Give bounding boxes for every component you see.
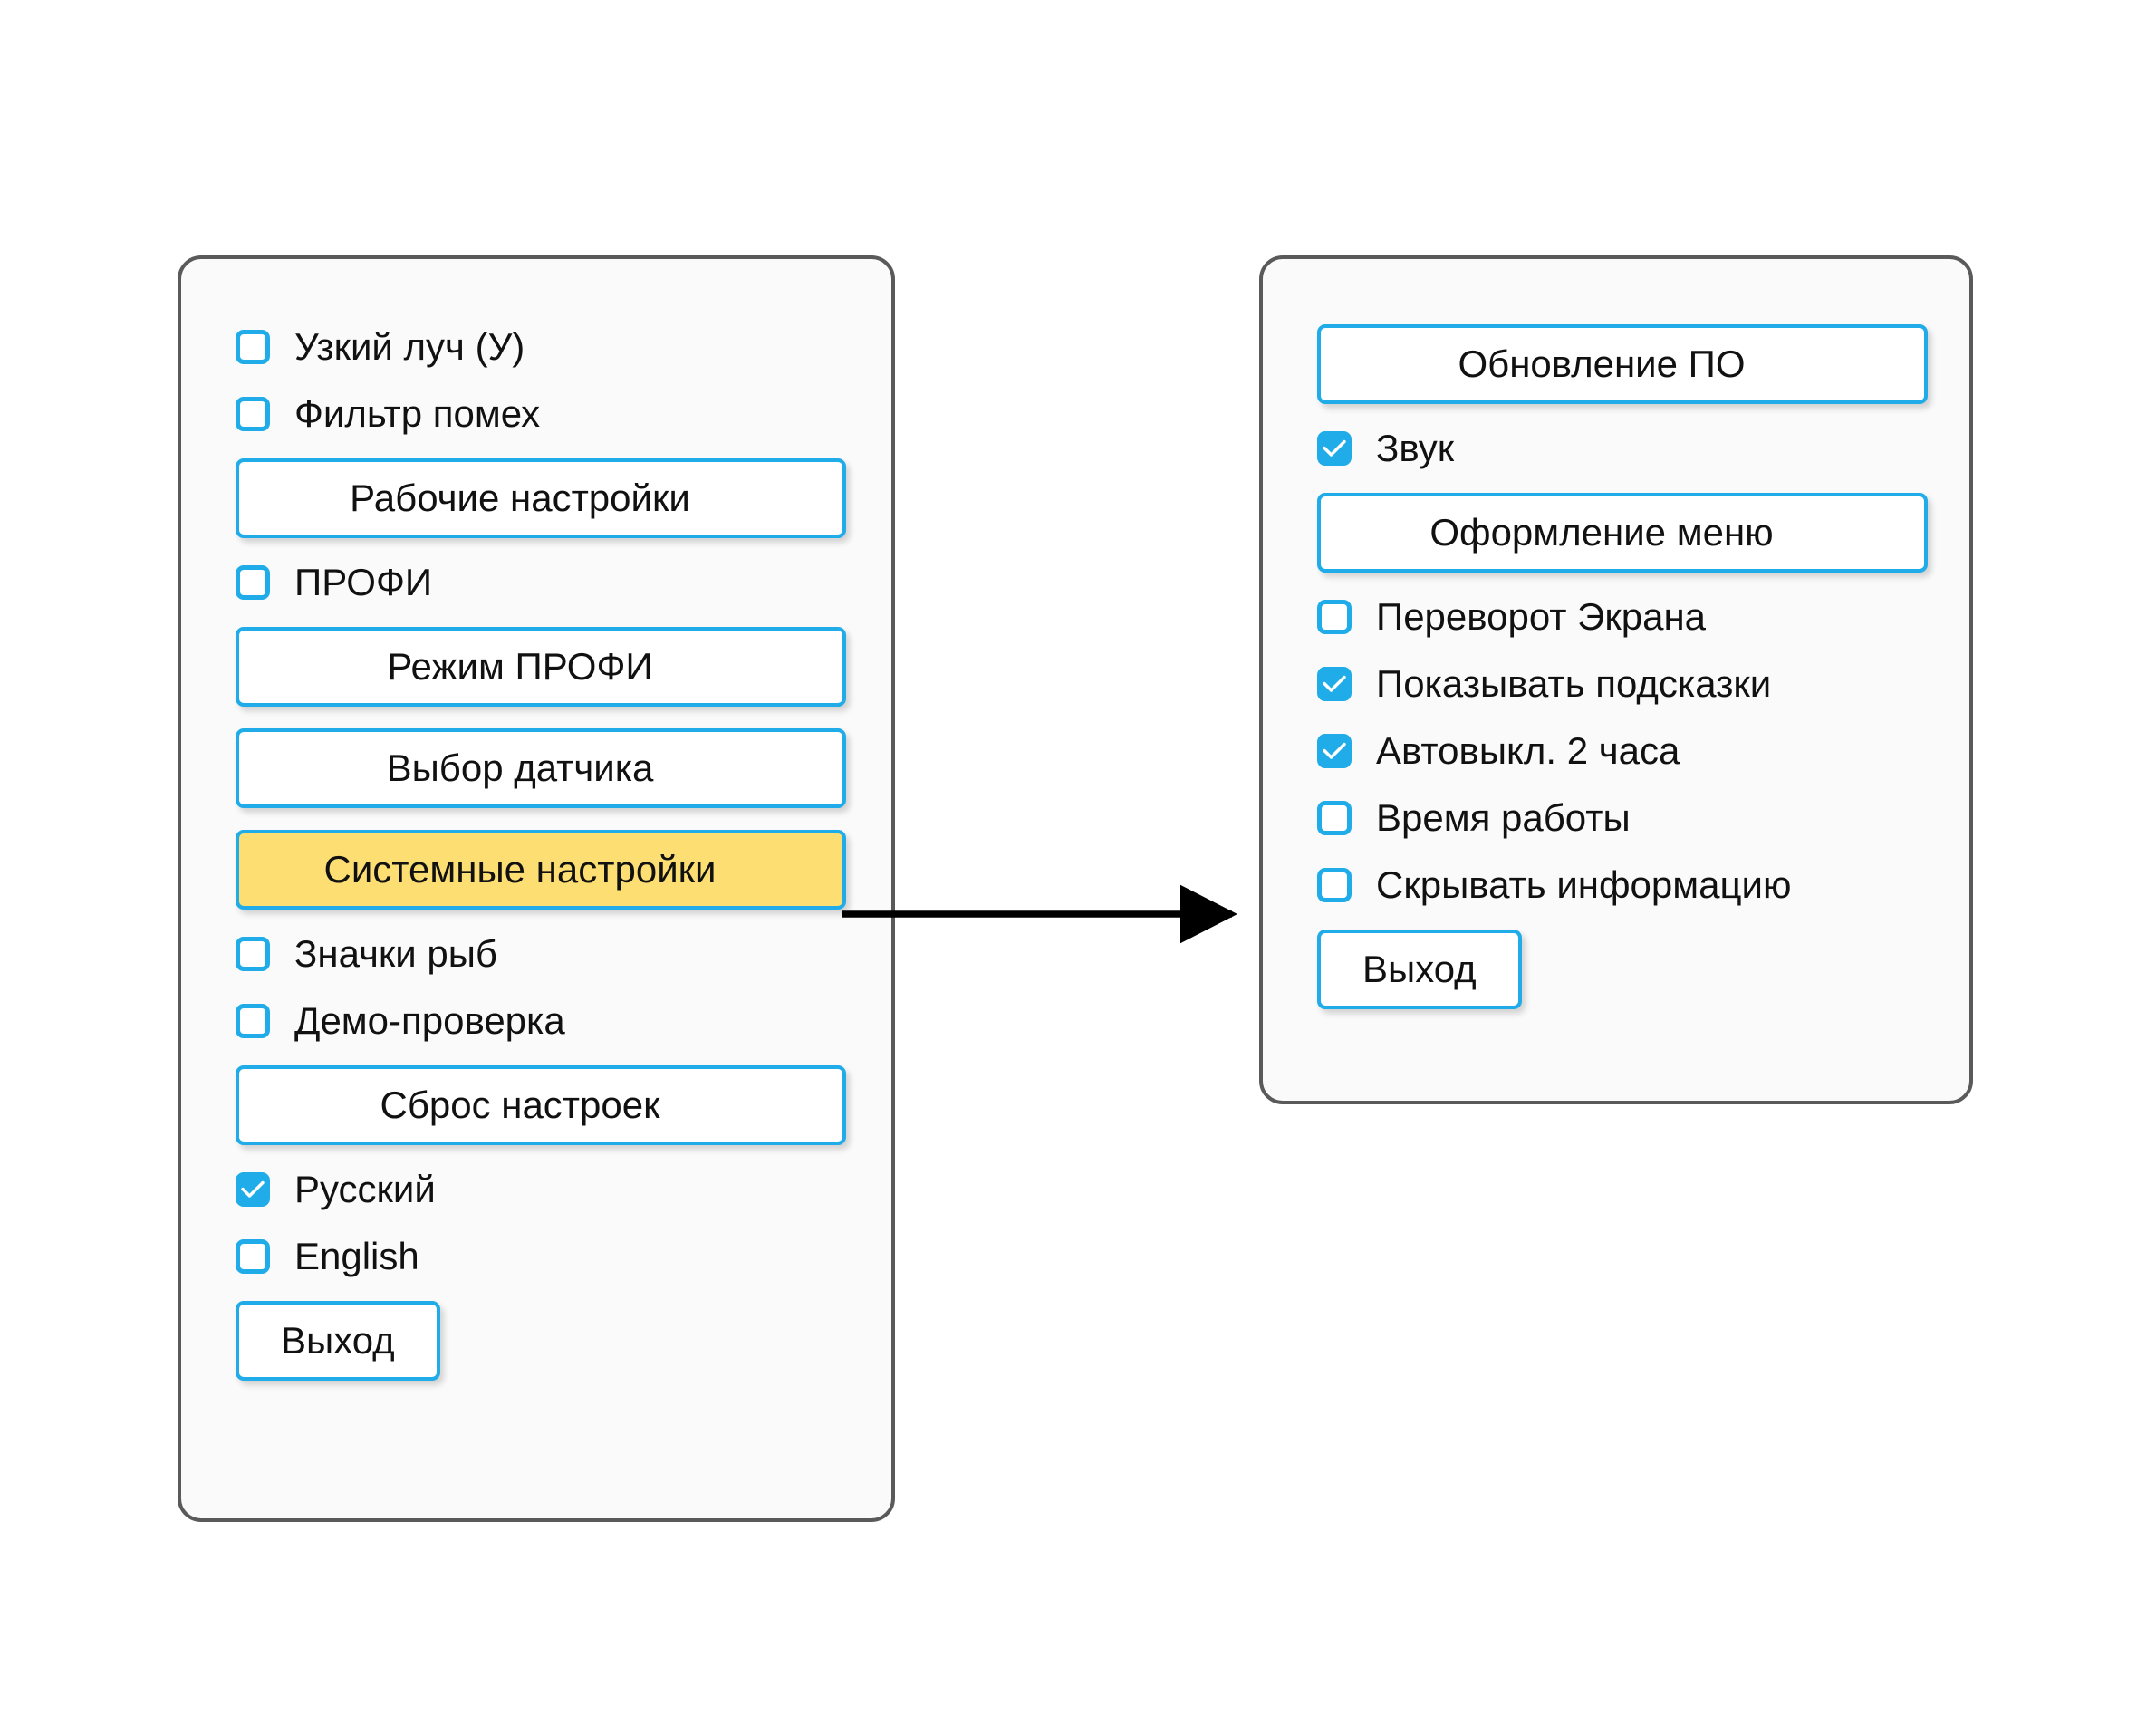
checkbox-unchecked-icon[interactable] [236, 565, 270, 600]
button-wrapper: Выбор датчика [236, 718, 855, 819]
button-выход[interactable]: Выход [1317, 930, 1522, 1009]
checkbox-label: Значки рыб [294, 932, 497, 975]
button-обновление-по[interactable]: Обновление ПО [1317, 324, 1928, 404]
button-label: Рабочие настройки [350, 477, 690, 519]
checkbox-unchecked-icon[interactable] [236, 1239, 270, 1274]
button-label: Сброс настроек [380, 1084, 660, 1126]
button-wrapper: Выход [236, 1290, 855, 1392]
checkbox-label: Звук [1376, 427, 1455, 469]
checkbox-label: English [294, 1235, 419, 1277]
checkbox-row-русский[interactable]: Русский [236, 1156, 855, 1223]
button-wrapper: Системные настройки [236, 819, 855, 920]
checkbox-row-значки-рыб[interactable]: Значки рыб [236, 920, 855, 987]
button-wrapper: Рабочие настройки [236, 448, 855, 549]
checkbox-unchecked-icon[interactable] [236, 397, 270, 431]
checkbox-label: Узкий луч (У) [294, 325, 525, 368]
checkbox-label: Скрывать информацию [1376, 863, 1792, 906]
button-режим-профи[interactable]: Режим ПРОФИ [236, 627, 846, 707]
button-wrapper: Выход [1317, 919, 1933, 1020]
checkbox-label: Автовыкл. 2 часа [1376, 729, 1680, 772]
checkbox-label: Время работы [1376, 796, 1631, 839]
checkbox-label: ПРОФИ [294, 561, 433, 603]
button-оформление-меню[interactable]: Оформление меню [1317, 493, 1928, 573]
checkbox-label: Демо-проверка [294, 999, 565, 1042]
checkbox-row-узкий-луч-у[interactable]: Узкий луч (У) [236, 313, 855, 381]
checkbox-row-фильтр-помех[interactable]: Фильтр помех [236, 381, 855, 448]
button-wrapper: Оформление меню [1317, 482, 1933, 583]
checkbox-unchecked-icon[interactable] [1317, 801, 1352, 835]
checkbox-checked-icon[interactable] [1317, 431, 1352, 466]
button-label: Оформление меню [1429, 511, 1774, 554]
button-label: Выход [1362, 948, 1477, 990]
button-выход[interactable]: Выход [236, 1301, 440, 1381]
button-label: Выбор датчика [386, 747, 654, 789]
button-wrapper: Режим ПРОФИ [236, 616, 855, 718]
checkbox-label: Переворот Экрана [1376, 595, 1706, 638]
checkbox-checked-icon[interactable] [236, 1172, 270, 1207]
checkbox-label: Русский [294, 1168, 436, 1210]
checkbox-row-показывать-подсказки[interactable]: Показывать подсказки [1317, 650, 1933, 718]
checkbox-row-переворот-экрана[interactable]: Переворот Экрана [1317, 583, 1933, 650]
checkbox-row-автовыкл-2-часа[interactable]: Автовыкл. 2 часа [1317, 718, 1933, 785]
checkbox-unchecked-icon[interactable] [236, 1004, 270, 1038]
button-рабочие-настройки[interactable]: Рабочие настройки [236, 458, 846, 538]
checkbox-row-демо-проверка[interactable]: Демо-проверка [236, 987, 855, 1055]
flow-arrow-icon [842, 884, 1238, 944]
checkbox-row-время-работы[interactable]: Время работы [1317, 785, 1933, 852]
checkbox-row-скрывать-информацию[interactable]: Скрывать информацию [1317, 852, 1933, 919]
checkbox-unchecked-icon[interactable] [1317, 868, 1352, 902]
button-label: Выход [281, 1319, 395, 1362]
button-wrapper: Сброс настроек [236, 1055, 855, 1156]
button-label: Режим ПРОФИ [387, 645, 653, 688]
checkbox-label: Фильтр помех [294, 392, 541, 435]
button-сброс-настроек[interactable]: Сброс настроек [236, 1065, 846, 1145]
checkbox-unchecked-icon[interactable] [236, 937, 270, 971]
checkbox-unchecked-icon[interactable] [1317, 600, 1352, 634]
checkbox-label: Показывать подсказки [1376, 662, 1772, 705]
button-wrapper: Обновление ПО [1317, 313, 1933, 415]
button-label: Системные настройки [323, 848, 717, 891]
button-выбор-датчика[interactable]: Выбор датчика [236, 728, 846, 808]
button-label: Обновление ПО [1458, 342, 1746, 385]
checkbox-checked-icon[interactable] [1317, 667, 1352, 701]
checkbox-row-english[interactable]: English [236, 1223, 855, 1290]
checkbox-row-звук[interactable]: Звук [1317, 415, 1933, 482]
checkbox-unchecked-icon[interactable] [236, 330, 270, 364]
checkbox-checked-icon[interactable] [1317, 734, 1352, 768]
checkbox-row-профи[interactable]: ПРОФИ [236, 549, 855, 616]
button-системные-настройки[interactable]: Системные настройки [236, 830, 846, 910]
